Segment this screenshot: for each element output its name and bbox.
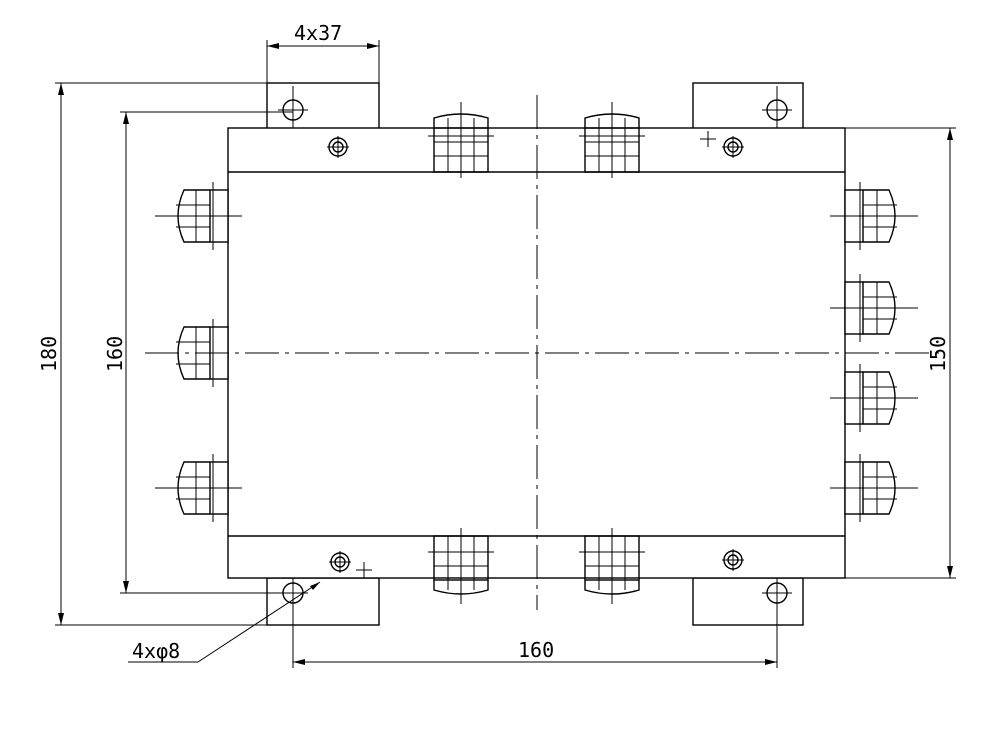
cable-gland [155, 182, 242, 250]
cable-glands-bottom [428, 528, 645, 604]
dimension-hole-spacing-vertical: 160 [103, 111, 293, 594]
flange-bottom-right [692, 577, 804, 626]
dimension-body-height: 150 [845, 127, 956, 579]
cable-glands-top [428, 102, 645, 178]
cover-screws [327, 131, 744, 578]
cable-gland [830, 274, 918, 342]
dimension-overall-height: 180 [37, 82, 267, 626]
cover-screw [327, 136, 349, 158]
cable-gland [579, 102, 645, 178]
body-height-label: 150 [926, 336, 950, 372]
cable-glands-right [830, 182, 918, 522]
dimension-hole-spacing-horizontal: 160 [293, 638, 777, 665]
flange-top-right [692, 82, 804, 131]
cover-screw [722, 549, 744, 571]
flange-top-left [266, 82, 380, 131]
overall-height-label: 180 [37, 336, 61, 372]
flange-bottom-left [266, 577, 380, 626]
cable-gland [579, 528, 645, 604]
hole-spacing-horizontal-label: 160 [518, 638, 554, 662]
flange-width-label: 4x37 [294, 21, 342, 45]
cable-gland [830, 182, 918, 250]
hole-callout-leader: 4xφ8 [128, 581, 321, 663]
cover-screw [700, 131, 744, 158]
cable-gland [155, 454, 242, 522]
cable-glands-left [155, 182, 242, 522]
cable-gland [428, 102, 494, 178]
hole-callout-label: 4xφ8 [132, 639, 180, 663]
cover-screw [329, 551, 372, 578]
cable-gland [830, 454, 918, 522]
hole-spacing-vertical-label: 160 [103, 336, 127, 372]
center-lines [145, 95, 940, 610]
mounting-hole [762, 86, 792, 128]
mounting-hole [762, 578, 792, 668]
mounting-hole [278, 86, 308, 128]
dimension-flange-width: 4x37 [266, 21, 380, 83]
cable-gland [428, 528, 494, 604]
cable-gland [830, 364, 918, 432]
